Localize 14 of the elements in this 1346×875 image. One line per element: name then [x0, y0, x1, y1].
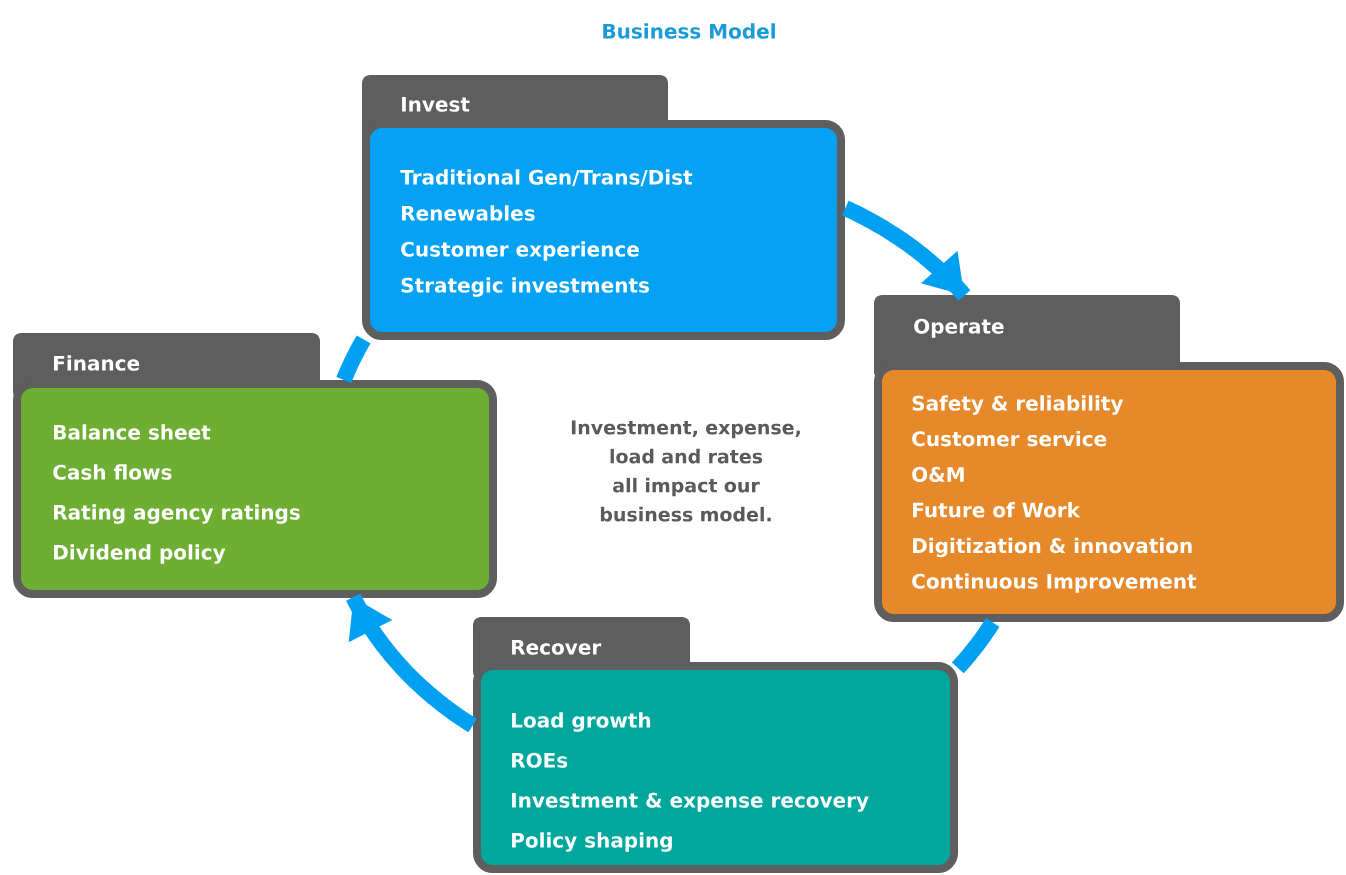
- arrow: [346, 593, 477, 733]
- folder-card: Invest Traditional Gen/Trans/Dist Renewables Customer experience Strategic investments: [362, 75, 845, 340]
- node-label: Invest: [402, 96, 470, 112]
- connector-arc: [336, 335, 371, 383]
- title: Business Model: [603, 23, 775, 39]
- connector-arc: [951, 618, 1000, 674]
- folder-card: Recover Load growth ROEs Investment & expense recovery Policy shaping: [473, 617, 958, 873]
- folder-card: Operate Safety & reliability Customer service O&M Future of Work Digitization & innovation Continuous Improvement: [874, 295, 1344, 622]
- folder-card: Finance Balance sheet Cash flows Rating agency ratings Dividend policy: [13, 333, 497, 598]
- node-label: Finance: [54, 355, 140, 371]
- arrow: [842, 200, 971, 301]
- note-text: Investment, expense, load and rates all impact our business model.: [571, 420, 800, 522]
- node-label: Operate: [914, 318, 1004, 338]
- node-label: Recover: [512, 639, 602, 655]
